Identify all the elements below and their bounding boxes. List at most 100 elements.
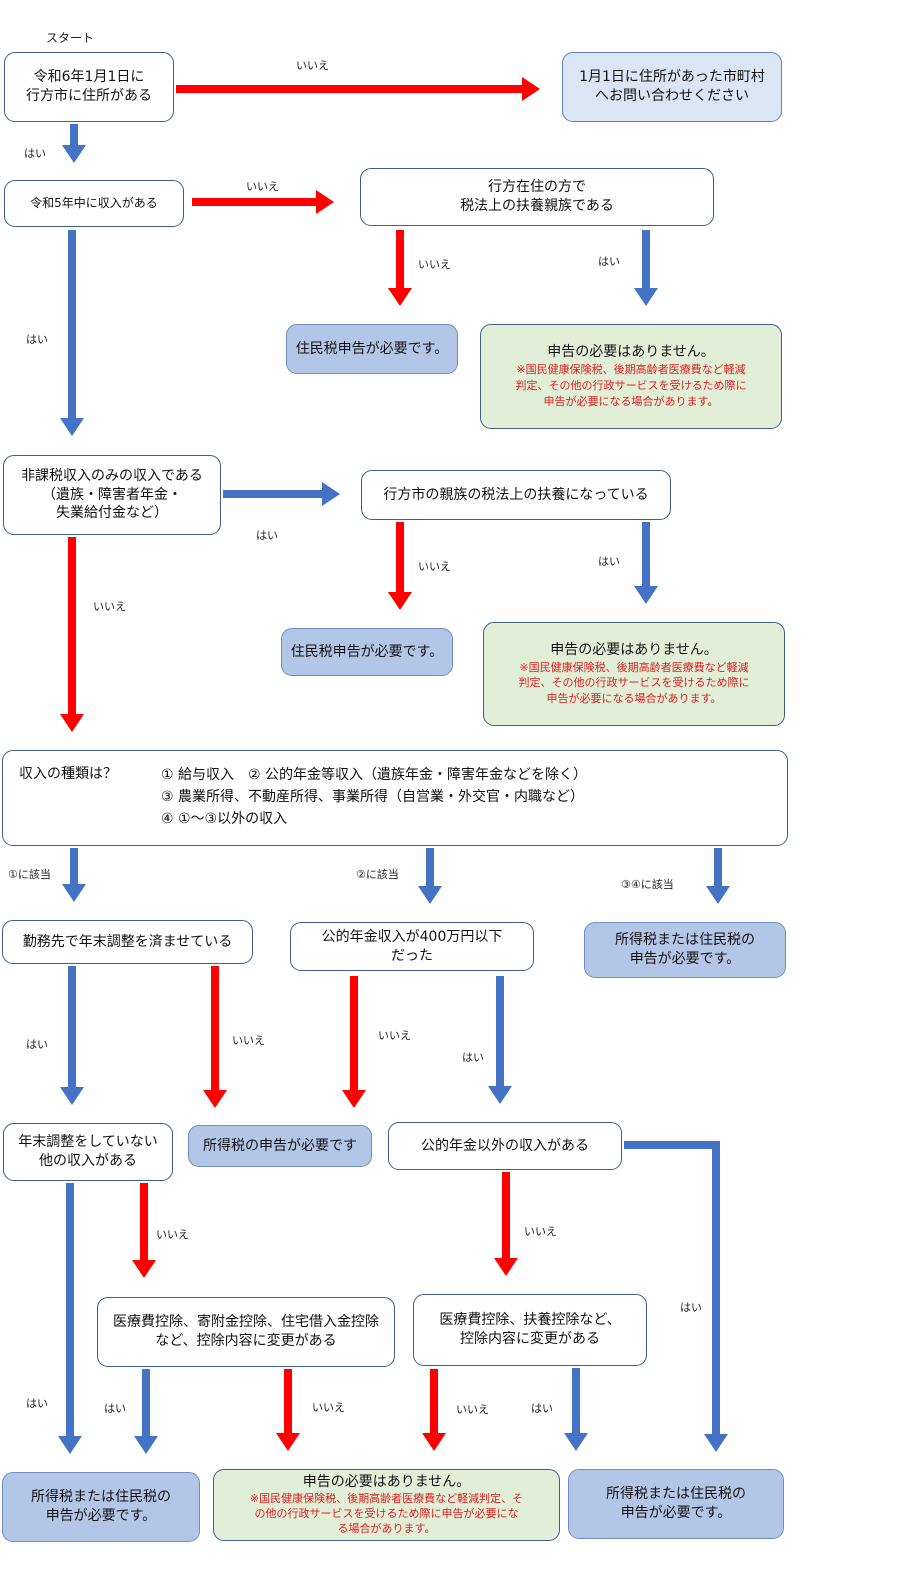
need-resident-tax-text-2: 住民税申告が必要です。 xyxy=(290,643,444,660)
arrow-deduction-2-yes xyxy=(564,1368,588,1451)
no-need-node-1: 申告の必要はありません。 ※国民健康保険税、後期高齢者医療費など軽減 判定、その… xyxy=(480,324,782,429)
arrow-deduction-1-no xyxy=(276,1369,300,1451)
no-need-title-2: 申告の必要はありません。 xyxy=(550,641,718,658)
yes-label-2: はい xyxy=(598,255,620,268)
question-dependent-relative-text: 行方市の親族の税法上の扶養になっている xyxy=(383,486,649,503)
arrow-other-income-no xyxy=(132,1183,156,1278)
no-label-3: いいえ xyxy=(418,258,451,271)
question-dependent-resident-node: 行方在住の方で 税法上の扶養親族である xyxy=(360,168,714,226)
yes-label-1: はい xyxy=(24,147,46,160)
income-types-row: 収入の種類は？ ① 給与収入 ② 公的年金等収入（遺族年金・障害年金などを除く）… xyxy=(9,765,781,830)
ask-other-city-text: 1月1日に住所があった市町村 へお問い合わせください xyxy=(579,69,765,104)
arrow-adjusted-yes xyxy=(60,966,84,1105)
arrow-non-pension-yes xyxy=(624,1141,728,1452)
no-need-title-1: 申告の必要はありません。 xyxy=(547,344,715,361)
question-income-r5-node: 令和5年中に収入がある xyxy=(4,180,184,227)
arrow-other-income-yes xyxy=(58,1183,82,1454)
arrow-income-no xyxy=(192,190,334,214)
arrow-pension-yes xyxy=(488,976,512,1104)
no-need-title-3: 申告の必要はありません。 xyxy=(302,1474,471,1490)
question-deduction-change-text-1: 医療費控除、寄附金控除、住宅借入金控除 など、控除内容に変更がある xyxy=(113,1314,379,1349)
ask-other-city-node: 1月1日に住所があった市町村 へお問い合わせください xyxy=(562,52,782,122)
arrow-dependent-resident-no xyxy=(388,230,412,306)
yes-label-7: はい xyxy=(462,1051,484,1064)
yes-label-9: はい xyxy=(26,1397,48,1410)
yes-label-11: はい xyxy=(531,1402,553,1415)
question-non-pension-income-text: 公的年金以外の収入がある xyxy=(421,1137,589,1154)
need-income-or-resident-node-1: 所得税または住民税の 申告が必要です。 xyxy=(584,922,786,978)
case1-label: ①に該当 xyxy=(8,868,51,881)
arrow-nontaxable-yes xyxy=(223,482,340,506)
no-need-note-3: ※国民健康保険税、後期高齢者医療費など軽減判定、そ の他の行政サービスを受けるた… xyxy=(249,1491,524,1535)
question-pension-400-text: 公的年金収入が400万円以下 だった xyxy=(321,928,503,964)
yes-label-3: はい xyxy=(26,333,48,346)
arrow-address-no xyxy=(176,77,540,101)
yes-label-8: はい xyxy=(680,1301,702,1314)
arrow-nontaxable-no xyxy=(60,537,84,732)
arrow-dependent-resident-yes xyxy=(634,230,658,306)
question-income-r5-text: 令和5年中に収入がある xyxy=(30,196,158,211)
no-label-8: いいえ xyxy=(156,1228,189,1241)
question-year-end-adjusted-text: 勤務先で年末調整を済ませている xyxy=(22,933,233,950)
yes-label-10: はい xyxy=(104,1402,126,1415)
no-need-node-3: 申告の必要はありません。 ※国民健康保険税、後期高齢者医療費など軽減判定、そ の… xyxy=(213,1469,560,1541)
income-types-node: 収入の種類は？ ① 給与収入 ② 公的年金等収入（遺族年金・障害年金などを除く）… xyxy=(2,750,788,846)
no-label-11: いいえ xyxy=(456,1403,489,1416)
income-type-item-1: ① 給与収入 ② 公的年金等収入（遺族年金・障害年金などを除く） xyxy=(161,767,588,784)
question-dependent-relative-node: 行方市の親族の税法上の扶養になっている xyxy=(361,470,671,520)
question-other-income-text: 年末調整をしていない 他の収入がある xyxy=(18,1134,158,1169)
income-type-item-2: ③ 農業所得、不動産所得、事業所得（自営業・外交官・内職など） xyxy=(161,789,584,806)
arrow-income-yes xyxy=(60,230,84,436)
no-need-node-2: 申告の必要はありません。 ※国民健康保険税、後期高齢者医療費など軽減 判定、その… xyxy=(483,622,785,726)
question-nontaxable-text: 非課税収入のみの収入である （遺族・障害者年金・ 失業給付金など） xyxy=(21,467,203,522)
need-income-or-resident-text-2: 所得税または住民税の 申告が必要です。 xyxy=(31,1489,171,1524)
arrow-non-pension-no xyxy=(494,1172,518,1276)
arrow-deduction-1-yes xyxy=(134,1369,158,1454)
question-address-text: 令和6年1月1日に 行方市に住所がある xyxy=(26,69,152,104)
no-label-9: いいえ xyxy=(524,1225,557,1238)
yes-label-4: はい xyxy=(256,529,278,542)
question-non-pension-income-node: 公的年金以外の収入がある xyxy=(388,1122,622,1170)
income-type-item-3: ④ ①～③以外の収入 xyxy=(161,810,288,827)
need-income-or-resident-text-3: 所得税または住民税の 申告が必要です。 xyxy=(606,1486,746,1521)
question-other-income-node: 年末調整をしていない 他の収入がある xyxy=(3,1123,173,1181)
question-address-node: 令和6年1月1日に 行方市に住所がある xyxy=(4,52,174,122)
question-deduction-change-text-2: 医療費控除、扶養控除など、 控除内容に変更がある xyxy=(439,1312,621,1347)
arrow-dependent-relative-yes xyxy=(634,522,658,604)
start-label: スタート xyxy=(46,31,95,45)
need-income-or-resident-node-3: 所得税または住民税の 申告が必要です。 xyxy=(568,1469,784,1539)
need-income-tax-node: 所得税の申告が必要です xyxy=(188,1125,372,1167)
case34-label: ③④に該当 xyxy=(621,878,674,891)
no-label-5: いいえ xyxy=(93,600,126,613)
arrow-address-yes xyxy=(62,124,86,163)
question-year-end-adjusted-node: 勤務先で年末調整を済ませている xyxy=(2,920,253,964)
arrow-case2 xyxy=(418,848,442,904)
question-dependent-resident-text: 行方在住の方で 税法上の扶養親族である xyxy=(460,179,614,214)
yes-label-5: はい xyxy=(598,555,620,568)
arrow-deduction-2-no xyxy=(422,1369,446,1451)
arrow-pension-no xyxy=(342,976,366,1108)
question-deduction-change-node-1: 医療費控除、寄附金控除、住宅借入金控除 など、控除内容に変更がある xyxy=(97,1297,395,1367)
no-label-1: いいえ xyxy=(296,59,329,72)
yes-label-6: はい xyxy=(26,1038,48,1051)
no-label-10: いいえ xyxy=(312,1401,345,1414)
no-need-note-1: ※国民健康保険税、後期高齢者医療費など軽減 判定、その他の行政サービスを受けるた… xyxy=(515,363,747,408)
need-resident-tax-node-2: 住民税申告が必要です。 xyxy=(281,628,453,676)
income-types-list: ① 給与収入 ② 公的年金等収入（遺族年金・障害年金などを除く） ③ 農業所得、… xyxy=(161,765,587,830)
question-nontaxable-node: 非課税収入のみの収入である （遺族・障害者年金・ 失業給付金など） xyxy=(3,455,221,535)
arrow-case1 xyxy=(62,848,86,902)
need-resident-tax-node-1: 住民税申告が必要です。 xyxy=(286,324,458,374)
question-deduction-change-node-2: 医療費控除、扶養控除など、 控除内容に変更がある xyxy=(413,1294,647,1366)
need-income-tax-text: 所得税の申告が必要です xyxy=(203,1137,357,1154)
arrow-adjusted-no xyxy=(203,966,227,1108)
need-income-or-resident-text-1: 所得税または住民税の 申告が必要です。 xyxy=(615,932,755,967)
no-label-7: いいえ xyxy=(378,1029,411,1042)
question-pension-400-node: 公的年金収入が400万円以下 だった xyxy=(290,922,534,971)
no-label-6: いいえ xyxy=(232,1034,265,1047)
income-types-question: 収入の種類は？ xyxy=(19,766,117,783)
need-income-or-resident-node-2: 所得税または住民税の 申告が必要です。 xyxy=(2,1472,200,1542)
arrow-case34 xyxy=(706,848,730,904)
need-resident-tax-text-1: 住民税申告が必要です。 xyxy=(295,340,449,357)
no-need-note-2: ※国民健康保険税、後期高齢者医療費など軽減 判定、その他の行政サービスを受けるた… xyxy=(518,660,750,706)
